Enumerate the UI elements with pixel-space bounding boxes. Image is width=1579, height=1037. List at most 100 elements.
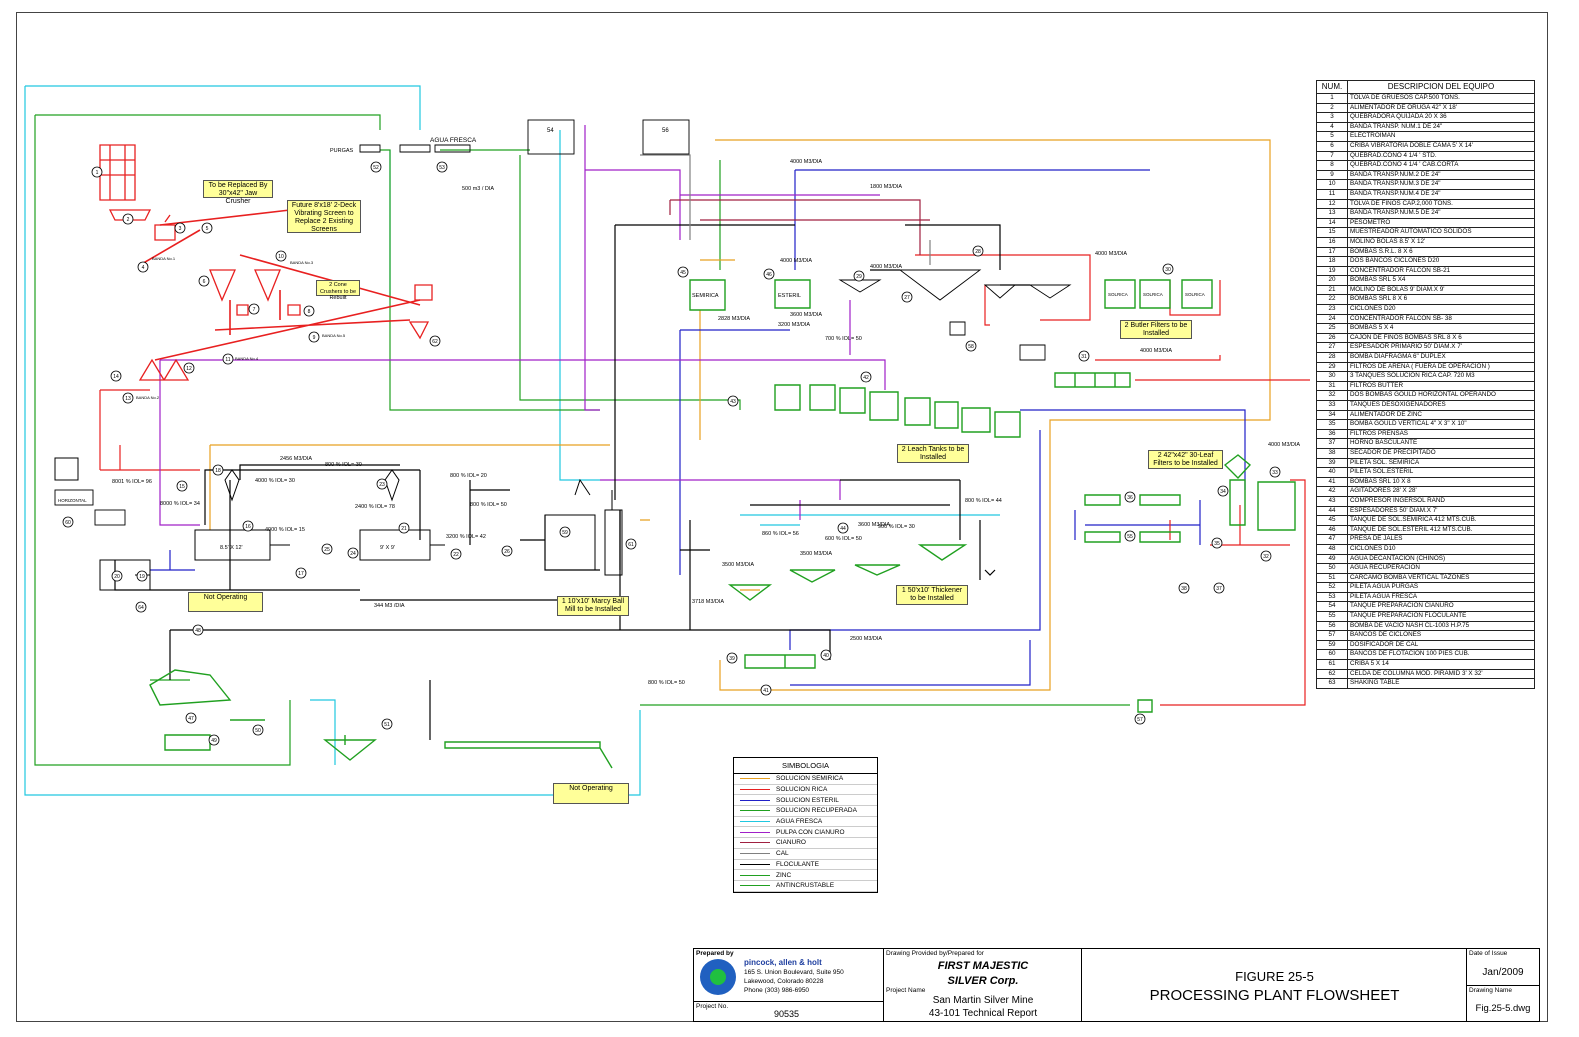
station-6: 6 (198, 275, 210, 287)
station-number: 23 (379, 482, 385, 488)
equipment-desc: 3 TANQUES SOLUCION RICA CAP. 720 M3 (1347, 371, 1535, 382)
station-64: 64 (135, 601, 147, 613)
flow-344: 344 M3 /DIA (374, 603, 405, 609)
legend-swatch (740, 885, 770, 887)
equipment-num: 46 (1316, 524, 1348, 536)
flow-3600: 3600 M3/DIA (790, 312, 822, 318)
equipment-num: 25 (1316, 323, 1348, 334)
figure-number: FIGURE 25-5 (1235, 969, 1314, 984)
flow-3600b: 3600 M3/DIA (858, 522, 890, 528)
station-number: 16 (245, 524, 251, 530)
station-number: 41 (763, 688, 769, 694)
station-number: 17 (298, 571, 304, 577)
station-5: 5 (201, 222, 213, 234)
station-number: 39 (729, 656, 735, 662)
tag-banda5: BANDA No.5 (322, 333, 346, 338)
tag-esteril: ESTERIL (778, 293, 801, 299)
equipment-desc: DOS BANCOS CICLONES D20 (1347, 256, 1535, 267)
equipment-desc: BOMBAS 5 X 4 (1347, 323, 1535, 334)
tag-mill2: 9' X 9' (380, 545, 395, 551)
station-31: 31 (1078, 350, 1090, 362)
legend-swatch (740, 831, 770, 833)
equipment-desc: CAJON DE FINOS BOMBAS SRL 8 X 6 (1347, 332, 1535, 344)
note-butler-filters: 2 Butler Filters to be Installed (1120, 320, 1192, 339)
preparer-cell: Prepared by pincock, allen & holt 165 S.… (694, 949, 884, 1021)
provided-label: Drawing Provided by/Prepared for (886, 950, 984, 957)
equipment-num: 11 (1316, 188, 1348, 200)
note-screen: Future 8'x18' 2-Deck Vibrating Screen to… (287, 200, 361, 233)
station-22: 22 (450, 548, 462, 560)
tag-54: 54 (547, 128, 554, 134)
legend-item: ZINC (734, 870, 877, 881)
equipment-text: SEMIRICA ESTERIL SOLRICA SOLRICA SOLRICA… (58, 128, 1205, 551)
equipment-desc: COMPRESOR INGERSOL RAND (1347, 495, 1535, 507)
equipment-num: 26 (1316, 332, 1348, 344)
flow-1800: 1800 M3/DIA (870, 184, 902, 190)
grinding-equipment (54, 457, 623, 591)
equipment-desc: QUEBRAD.CONO 4 1/4 ' STD. (1347, 150, 1535, 162)
station-34: 34 (1217, 485, 1229, 497)
station-57: 57 (1134, 713, 1146, 725)
station-number: 19 (139, 574, 145, 580)
equipment-num: 61 (1316, 659, 1348, 670)
equipment-num: 31 (1316, 380, 1348, 392)
equipment-desc: PESOMETRO (1347, 217, 1535, 229)
client-name-2: SILVER Corp. (947, 975, 1019, 987)
station-number: 47 (188, 716, 194, 722)
equipment-num: 12 (1316, 198, 1348, 210)
station-23: 23 (376, 478, 388, 490)
equipment-desc: QUEBRAD.CONO 4 1/4 ' CAB.CORTA (1347, 160, 1535, 171)
legend-item: PULPA CON CIANURO (734, 827, 877, 839)
station-number: 50 (255, 728, 261, 734)
station-7: 7 (248, 303, 260, 315)
station-18: 18 (212, 464, 224, 476)
station-42: 42 (860, 371, 872, 383)
equipment-desc: BOMBAS SRL 8 X 6 (1347, 294, 1535, 306)
project-no-label: Project No. (696, 1003, 729, 1010)
project-name-2: 43-101 Technical Report (928, 1008, 1038, 1019)
station-27: 27 (901, 291, 913, 303)
equipment-desc: FILTROS BUTTER (1347, 380, 1535, 392)
station-39: 39 (726, 652, 738, 664)
legend-label: ANTINCRUSTABLE (776, 882, 835, 890)
station-number: 10 (278, 254, 284, 260)
equipment-desc: HORNO BASCULANTE (1347, 438, 1535, 449)
crushing-equipment (99, 144, 433, 381)
project-name-label: Project Name (886, 987, 926, 994)
legend-swatch (740, 853, 770, 855)
station-59: 59 (559, 526, 571, 538)
legend-label: SOLUCION RECUPERADA (776, 807, 857, 815)
equipment-num: 40 (1316, 467, 1348, 478)
station-number: 2 (127, 217, 130, 223)
equipment-desc: CRIBA VIBRATORIA DOBLE CAMA 5' X 14' (1347, 140, 1535, 152)
station-51: 51 (381, 718, 393, 730)
station-number: 5 (206, 226, 209, 232)
flow-3200: 3200 M3/DIA (778, 322, 810, 328)
station-number: 43 (730, 399, 736, 405)
station-number: 15 (179, 484, 185, 490)
legend-item: CIANURO (734, 838, 877, 849)
equipment-num: 15 (1316, 227, 1348, 238)
station-62: 62 (429, 335, 441, 347)
station-45: 45 (677, 266, 689, 278)
flow-4000d: 4000 M3/DIA (1095, 251, 1127, 257)
tag-semirica: SEMIRICA (692, 293, 719, 299)
equipment-num: 63 (1316, 678, 1348, 689)
station-28: 28 (972, 245, 984, 257)
equipment-desc: BOMBAS S.R.L. 8 X 6 (1347, 246, 1535, 258)
equipment-desc: BOMBAS SRL 5 X4 (1347, 275, 1535, 286)
station-26: 26 (501, 545, 513, 557)
